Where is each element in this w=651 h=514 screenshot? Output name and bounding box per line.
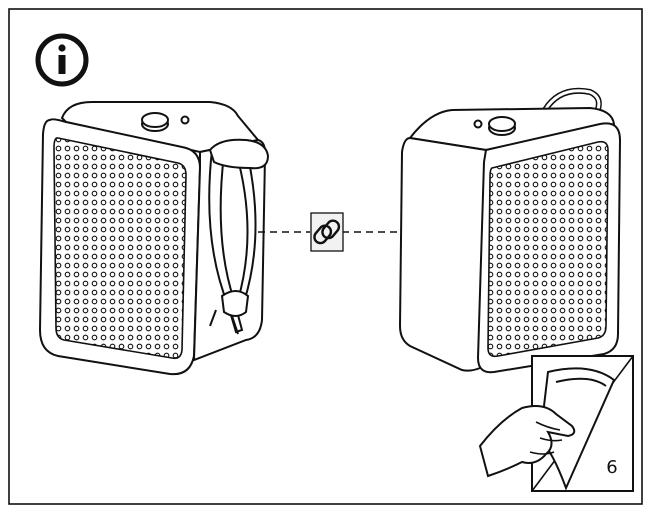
left-speaker-grille xyxy=(53,137,187,360)
right-speaker xyxy=(398,87,622,374)
chain-link-icon xyxy=(310,212,344,252)
strap xyxy=(208,138,270,335)
left-speaker xyxy=(38,101,270,376)
right-speaker-grille xyxy=(487,140,609,358)
info-circle-icon xyxy=(35,33,89,87)
hand-turning-page-icon xyxy=(478,355,634,492)
page-number: 6 xyxy=(606,457,618,478)
